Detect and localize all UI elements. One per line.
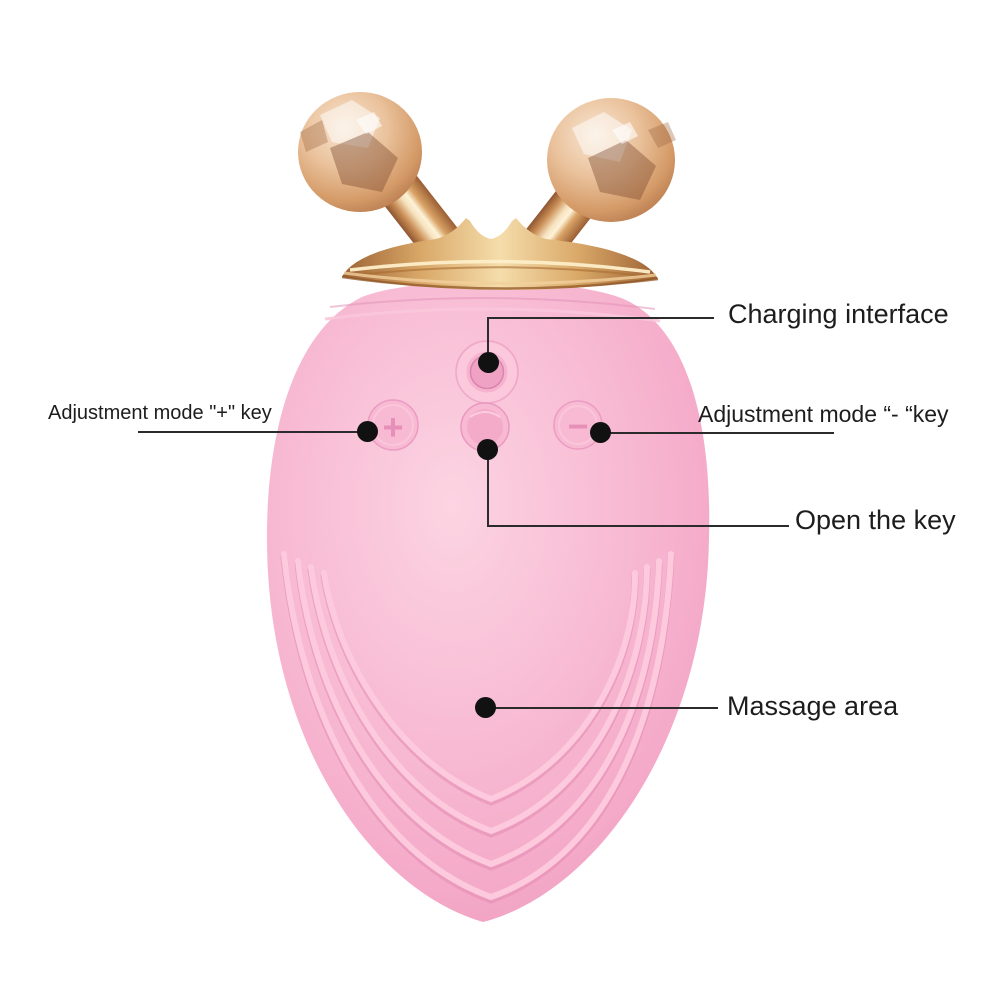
cap-bottom-edge — [341, 275, 659, 290]
minus-button: − — [553, 400, 603, 450]
charging-callout-dot — [478, 352, 499, 373]
right-ball-facets — [572, 112, 676, 200]
open-key-label: Open the key — [795, 505, 956, 535]
left-roller-ball — [298, 92, 422, 212]
massage-ridges — [280, 551, 675, 904]
right-roller-ball — [547, 98, 676, 222]
open-key-callout-dot — [477, 439, 498, 460]
ridge-3 — [307, 564, 651, 838]
charging-label: Charging interface — [728, 299, 949, 329]
plus-key-callout-dot — [357, 421, 378, 442]
gold-cap — [341, 218, 659, 291]
ridge-2 — [294, 558, 663, 871]
minus-key-label: Adjustment mode “- “key — [698, 401, 949, 427]
open-key-callout-line-vertical — [487, 450, 489, 527]
cap-band-shadow — [347, 266, 653, 278]
minus-glyph: − — [567, 406, 588, 447]
left-ball-facets — [300, 100, 398, 192]
minus-key-callout-dot — [590, 422, 611, 443]
massage-callout-line — [486, 707, 718, 709]
cap-band-highlight — [349, 259, 651, 274]
neck-grooves — [324, 296, 661, 323]
massage-label: Massage area — [727, 691, 899, 721]
ridge-1 — [280, 551, 675, 904]
roller-arms — [298, 92, 676, 291]
ridge-4 — [320, 570, 639, 806]
massage-callout-dot — [475, 697, 496, 718]
cap-lip-highlight — [343, 271, 657, 285]
plus-glyph: + — [382, 407, 403, 448]
plus-key-label: Adjustment mode "+" key — [48, 402, 272, 424]
minus-key-callout-line — [601, 432, 834, 434]
open-key-callout-line — [487, 525, 789, 527]
device-body: + − — [266, 281, 710, 923]
charging-callout-line-vertical — [487, 318, 489, 364]
charging-callout-line — [487, 317, 714, 319]
plus-key-callout-line — [138, 431, 369, 433]
plus-button: + — [367, 399, 419, 451]
open-button — [460, 402, 510, 452]
